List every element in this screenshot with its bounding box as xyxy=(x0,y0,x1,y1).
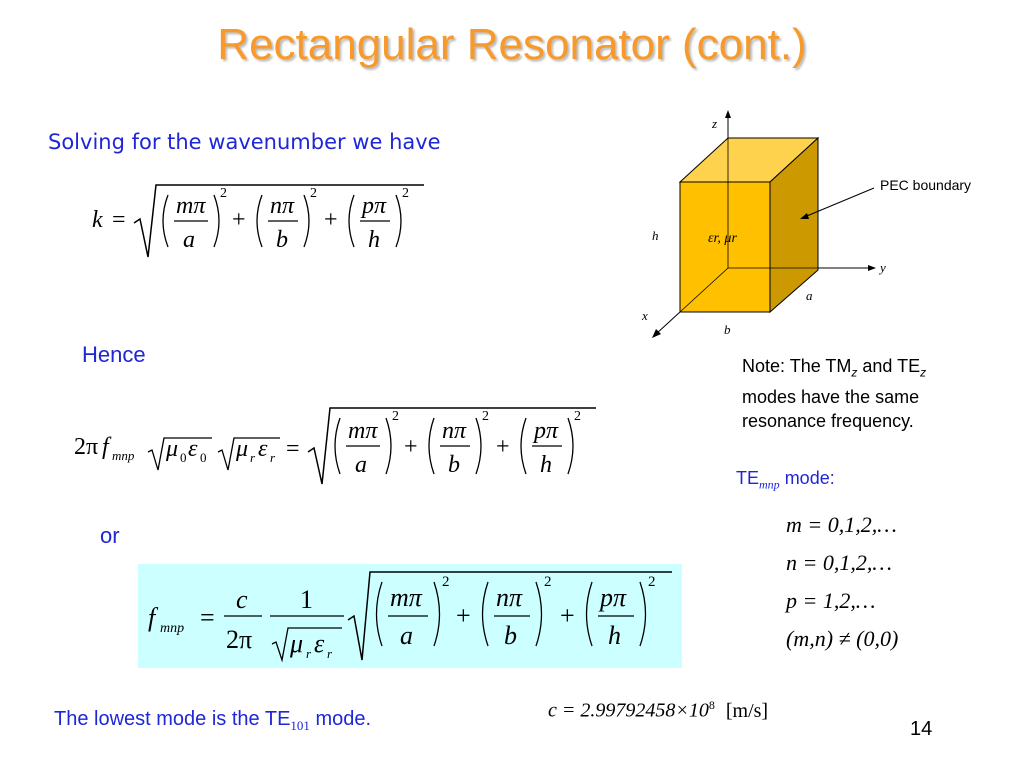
svg-text:r: r xyxy=(327,646,333,661)
svg-text:μ: μ xyxy=(235,436,248,462)
svg-text:ε: ε xyxy=(314,629,325,658)
svg-text:b: b xyxy=(276,227,288,253)
svg-text:ε: ε xyxy=(258,436,268,462)
svg-text:+: + xyxy=(560,601,575,630)
axis-y-label: y xyxy=(878,260,886,275)
svg-text:2: 2 xyxy=(402,186,409,201)
svg-text:b: b xyxy=(504,621,517,650)
dim-a-label: a xyxy=(806,288,813,303)
svg-text:2: 2 xyxy=(574,409,581,424)
svg-text:nπ: nπ xyxy=(496,583,523,612)
svg-text:+: + xyxy=(404,434,418,460)
mode-index-list: m = 0,1,2,… n = 0,1,2,… p = 1,2,… (m,n) … xyxy=(786,506,898,658)
note-text: Note: The TMz and TEz modes have the sam… xyxy=(742,356,927,431)
speed-of-light: c = 2.99792458×108 [m/s] xyxy=(548,698,769,722)
svg-text:2π: 2π xyxy=(74,434,98,460)
svg-text:mnp: mnp xyxy=(112,448,135,463)
svg-text:f: f xyxy=(102,434,112,460)
lowest-mode-text: The lowest mode is the TE101 mode. xyxy=(54,708,372,733)
svg-text:pπ: pπ xyxy=(598,583,627,612)
svg-text:+: + xyxy=(232,207,246,233)
n-values: n = 0,1,2,… xyxy=(786,550,892,575)
svg-text:h: h xyxy=(608,621,621,650)
svg-text:mπ: mπ xyxy=(390,583,423,612)
svg-text:a: a xyxy=(400,621,413,650)
page-number: 14 xyxy=(910,718,933,740)
svg-text:a: a xyxy=(355,452,367,478)
svg-text:2: 2 xyxy=(220,186,227,201)
svg-text:k: k xyxy=(92,207,103,233)
svg-text:r: r xyxy=(250,450,256,465)
svg-text:h: h xyxy=(368,227,380,253)
svg-text:2: 2 xyxy=(482,409,489,424)
resonator-diagram: z y x h a b εr, μr PEC boundary xyxy=(641,110,971,338)
svg-text:c: c xyxy=(236,585,248,614)
mn-constraint: (m,n) ≠ (0,0) xyxy=(786,626,899,651)
material-label: εr, μr xyxy=(708,231,737,246)
svg-text:0: 0 xyxy=(180,450,187,465)
axis-x-label: x xyxy=(641,308,648,323)
svg-text:h: h xyxy=(540,452,552,478)
svg-text:ε: ε xyxy=(188,436,198,462)
svg-text:a: a xyxy=(183,227,195,253)
svg-text:μ: μ xyxy=(289,629,303,658)
svg-text:0: 0 xyxy=(200,450,207,465)
svg-text:=: = xyxy=(286,436,300,462)
axis-z-label: z xyxy=(711,116,717,131)
svg-text:2: 2 xyxy=(544,574,552,590)
intro-text: Solving for the wavenumber we have xyxy=(48,130,441,154)
svg-text:pπ: pπ xyxy=(360,193,387,219)
dim-h-label: h xyxy=(652,228,659,243)
svg-text:=: = xyxy=(200,603,215,632)
svg-text:r: r xyxy=(306,646,312,661)
svg-text:f: f xyxy=(148,603,159,632)
svg-text:1: 1 xyxy=(300,585,313,614)
svg-text:2π: 2π xyxy=(226,625,252,654)
hence-text: Hence xyxy=(82,342,146,367)
svg-text:pπ: pπ xyxy=(532,418,559,444)
svg-text:2: 2 xyxy=(310,186,317,201)
svg-text:mπ: mπ xyxy=(348,418,378,444)
pec-label: PEC boundary xyxy=(880,177,971,193)
dim-b-label: b xyxy=(724,322,731,337)
svg-text:2: 2 xyxy=(648,574,656,590)
svg-text:r: r xyxy=(270,450,276,465)
svg-text:nπ: nπ xyxy=(270,193,295,219)
svg-text:mnp: mnp xyxy=(160,621,184,636)
or-text: or xyxy=(100,523,120,548)
slide-title: Rectangular Resonator (cont.) xyxy=(217,20,807,69)
p-values: p = 1,2,… xyxy=(786,588,876,613)
svg-text:nπ: nπ xyxy=(442,418,467,444)
m-values: m = 0,1,2,… xyxy=(786,512,897,537)
svg-text:+: + xyxy=(456,601,471,630)
svg-text:+: + xyxy=(324,207,338,233)
svg-text:mπ: mπ xyxy=(176,193,206,219)
svg-text:2: 2 xyxy=(392,409,399,424)
svg-text:2: 2 xyxy=(442,574,450,590)
svg-text:b: b xyxy=(448,452,460,478)
te-mode-label: TEmnp mode: xyxy=(736,468,835,492)
svg-text:μ: μ xyxy=(165,436,178,462)
svg-text:=: = xyxy=(112,207,126,233)
box-front xyxy=(679,181,771,313)
wavenumber-equation: k = mπ a 2 + nπ b 2 + pπ h 2 xyxy=(92,184,424,258)
svg-text:+: + xyxy=(496,434,510,460)
